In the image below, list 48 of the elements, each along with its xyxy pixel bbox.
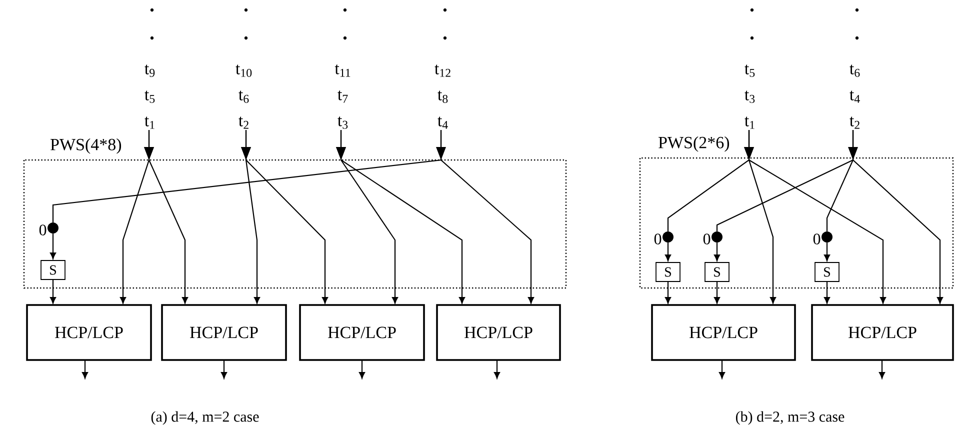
arrow [436, 130, 534, 304]
process-box: HCP/LCP [299, 304, 425, 361]
arrow [714, 282, 720, 304]
arrow [744, 130, 886, 304]
arrow [665, 282, 672, 304]
arrow [719, 360, 726, 379]
arrow [824, 242, 830, 262]
process-box: HCP/LCP [26, 304, 152, 361]
junction-dot [712, 232, 722, 242]
process-box: HCP/LCP [651, 304, 796, 361]
arrow [221, 360, 228, 379]
value-label: 0 [703, 234, 710, 244]
arrow [241, 130, 328, 304]
node-label: PWS(4*8) [50, 138, 122, 154]
arrow [50, 280, 56, 304]
arrow [144, 130, 188, 304]
signal-stack: t$_{6}$ t$_{4}$ t$_{2}$ [850, 64, 860, 129]
value-label: 0 [813, 234, 820, 244]
switch-box: S [814, 262, 840, 282]
junction-dot [662, 232, 674, 242]
arrow [82, 360, 88, 379]
junction-dot [48, 222, 58, 234]
process-box: HCP/LCP [436, 304, 561, 361]
node-label: PWS(2*6) [658, 136, 730, 152]
arrow [665, 242, 672, 262]
arrow [359, 360, 366, 379]
junction-dot [822, 232, 832, 242]
signal-stack: t$_{12}$ t$_{8}$ t$_{4}$ [434, 64, 450, 129]
signal-stack: t$_{10}$ t$_{6}$ t$_{2}$ [236, 64, 252, 129]
arrow [879, 360, 886, 379]
process-box: HCP/LCP [161, 304, 287, 361]
signal-stack: t$_{9}$ t$_{5}$ t$_{1}$ [144, 64, 155, 129]
switch-box: S [704, 262, 730, 282]
arrow [50, 234, 56, 260]
arrow [336, 130, 466, 304]
arrow [848, 130, 944, 304]
value-label: 0 [654, 234, 662, 244]
signal-stack: t$_{5}$ t$_{3}$ t$_{1}$ [744, 64, 755, 129]
arrow [714, 242, 720, 262]
switch-box: S [40, 260, 66, 280]
process-box: HCP/LCP [811, 304, 954, 361]
signal-stack: t$_{11}$ t$_{7}$ t$_{3}$ [334, 64, 350, 129]
arrow [824, 282, 830, 304]
caption: (b) d=2, m=3 case [736, 411, 844, 425]
caption: (a) d=4, m=2 case [151, 411, 259, 425]
value-label: 0 [39, 224, 46, 236]
arrow [494, 360, 500, 379]
switch-box: S [656, 262, 680, 282]
